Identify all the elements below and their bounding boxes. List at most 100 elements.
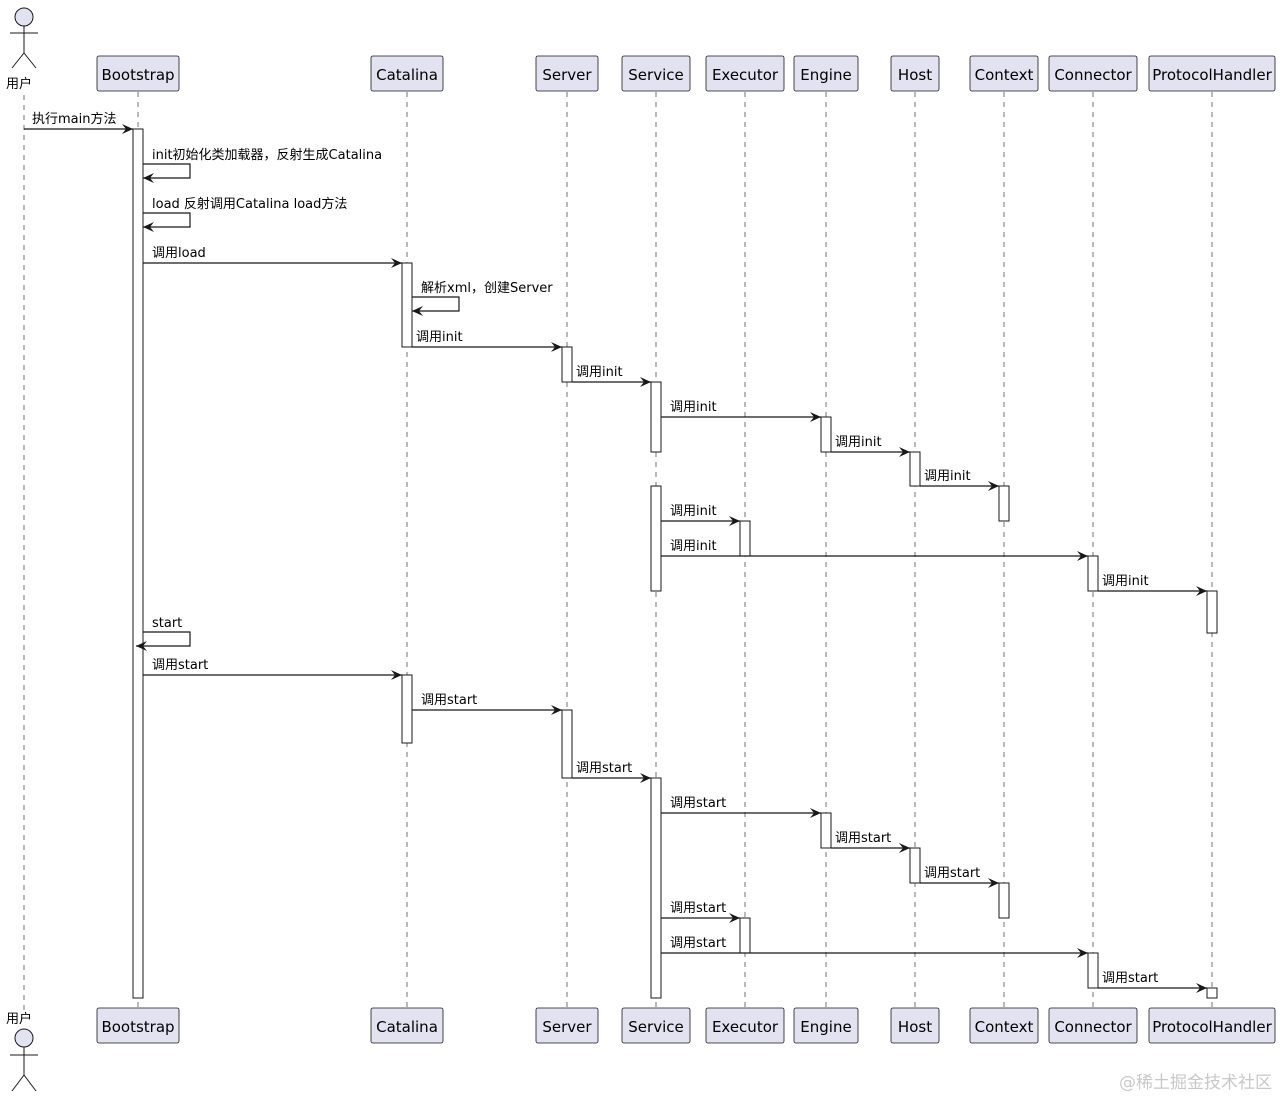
- message-5: 解析xml，创建Server: [412, 281, 553, 316]
- self-call-arrow: [143, 212, 191, 232]
- participant-service-top: Service: [621, 55, 691, 92]
- actor-label-top: 用户: [6, 76, 32, 92]
- message-10: 调用init: [920, 469, 999, 491]
- message-label: load 反射调用Catalina load方法: [152, 196, 347, 212]
- message-17: 调用start: [572, 761, 651, 783]
- self-call-arrow: [412, 296, 460, 316]
- participant-host-top: Host: [890, 55, 940, 92]
- participant-engine-top: Engine: [793, 55, 859, 92]
- participant-catalina-bottom: Catalina: [370, 1007, 444, 1044]
- message-label: 调用start: [152, 658, 208, 673]
- activation-executor: [739, 520, 751, 557]
- actor-label-bottom: 用户: [6, 1011, 32, 1027]
- message-22: 调用start: [661, 936, 1088, 958]
- message-20: 调用start: [920, 866, 999, 888]
- activation-protocolhandler: [1206, 987, 1218, 999]
- message-label: 调用init: [1102, 574, 1149, 589]
- activation-service: [650, 381, 662, 453]
- message-label: 调用init: [835, 435, 882, 450]
- participant-label: Connector: [1054, 66, 1132, 84]
- activation-context: [998, 882, 1010, 919]
- message-1: 执行main方法: [24, 111, 133, 134]
- message-8: 调用init: [661, 400, 821, 422]
- activation-service: [650, 485, 662, 592]
- participant-label: Server: [542, 66, 592, 84]
- message-7: 调用init: [572, 365, 651, 387]
- participant-label: Catalina: [376, 66, 438, 84]
- message-12: 调用init: [661, 539, 1088, 561]
- actor-user-bottom: 用户: [6, 1011, 38, 1092]
- activation-engine: [820, 416, 832, 453]
- message-label: 调用init: [924, 469, 971, 484]
- message-label: 调用init: [670, 504, 717, 519]
- message-label: init初始化类加载器，反射生成Catalina: [152, 147, 382, 163]
- activation-connector: [1087, 555, 1099, 592]
- actor-head-icon: [14, 7, 34, 27]
- message-4: 调用load: [143, 246, 402, 268]
- message-label: 调用load: [152, 246, 206, 261]
- message-label: 调用init: [576, 365, 623, 380]
- activation-host: [909, 847, 921, 884]
- activation-server: [561, 346, 573, 383]
- participant-label: Executor: [712, 1018, 779, 1036]
- activation-host: [909, 451, 921, 487]
- activation-catalina: [401, 262, 413, 348]
- message-23: 调用start: [1098, 971, 1207, 993]
- message-2: init初始化类加载器，反射生成Catalina: [143, 147, 382, 183]
- watermark: @稀土掘金技术社区: [1119, 1073, 1272, 1093]
- activation-connector: [1087, 952, 1099, 989]
- message-19: 调用start: [831, 831, 910, 853]
- message-9: 调用init: [831, 435, 910, 457]
- participant-protocolhandler-bottom: ProtocolHandler: [1148, 1007, 1276, 1044]
- message-label: 调用start: [670, 936, 726, 951]
- self-call-arrow: [136, 631, 191, 651]
- message-11: 调用init: [661, 504, 740, 526]
- message-label: 调用start: [835, 831, 891, 846]
- activation-executor: [739, 917, 751, 954]
- self-call-arrow: [143, 163, 191, 183]
- message-21: 调用start: [661, 901, 740, 923]
- participant-host-bottom: Host: [890, 1007, 940, 1044]
- message-label: 调用start: [576, 761, 632, 776]
- participant-label: Context: [975, 66, 1034, 84]
- participant-server-top: Server: [535, 55, 599, 92]
- message-label: 调用init: [670, 539, 717, 554]
- participant-label: Catalina: [376, 1018, 438, 1036]
- participant-protocolhandler-top: ProtocolHandler: [1148, 55, 1276, 92]
- participant-label: ProtocolHandler: [1152, 1018, 1272, 1036]
- participant-connector-bottom: Connector: [1048, 1007, 1138, 1044]
- message-6: 调用init: [412, 330, 562, 352]
- message-label: 调用start: [421, 693, 477, 708]
- message-label: 调用start: [670, 796, 726, 811]
- participant-label: Engine: [800, 66, 851, 84]
- actor-user-top: 用户: [6, 7, 38, 92]
- activation-server: [561, 709, 573, 779]
- activation-service: [650, 777, 662, 999]
- participant-executor-top: Executor: [705, 55, 785, 92]
- actor-head-icon: [14, 1028, 34, 1048]
- message-16: 调用start: [412, 693, 562, 715]
- message-15: 调用start: [143, 658, 402, 680]
- participant-context-top: Context: [969, 55, 1039, 92]
- message-18: 调用start: [661, 796, 821, 818]
- participant-bootstrap-top: Bootstrap: [96, 55, 180, 92]
- participant-service-bottom: Service: [621, 1007, 691, 1044]
- participant-connector-top: Connector: [1048, 55, 1138, 92]
- participant-context-bottom: Context: [969, 1007, 1039, 1044]
- participant-label: Server: [542, 1018, 592, 1036]
- participant-label: Bootstrap: [101, 66, 174, 84]
- message-label: start: [152, 616, 182, 631]
- message-14: start: [136, 616, 191, 651]
- activation-bootstrap: [132, 128, 144, 999]
- participant-label: Engine: [800, 1018, 851, 1036]
- participant-label: Service: [628, 1018, 683, 1036]
- participant-engine-bottom: Engine: [793, 1007, 859, 1044]
- message-label: 调用start: [670, 901, 726, 916]
- activation-protocolhandler: [1206, 590, 1218, 634]
- message-label: 调用start: [924, 866, 980, 881]
- participant-label: ProtocolHandler: [1152, 66, 1272, 84]
- activation-catalina: [401, 674, 413, 744]
- participant-catalina-top: Catalina: [370, 55, 444, 92]
- activation-engine: [820, 812, 832, 849]
